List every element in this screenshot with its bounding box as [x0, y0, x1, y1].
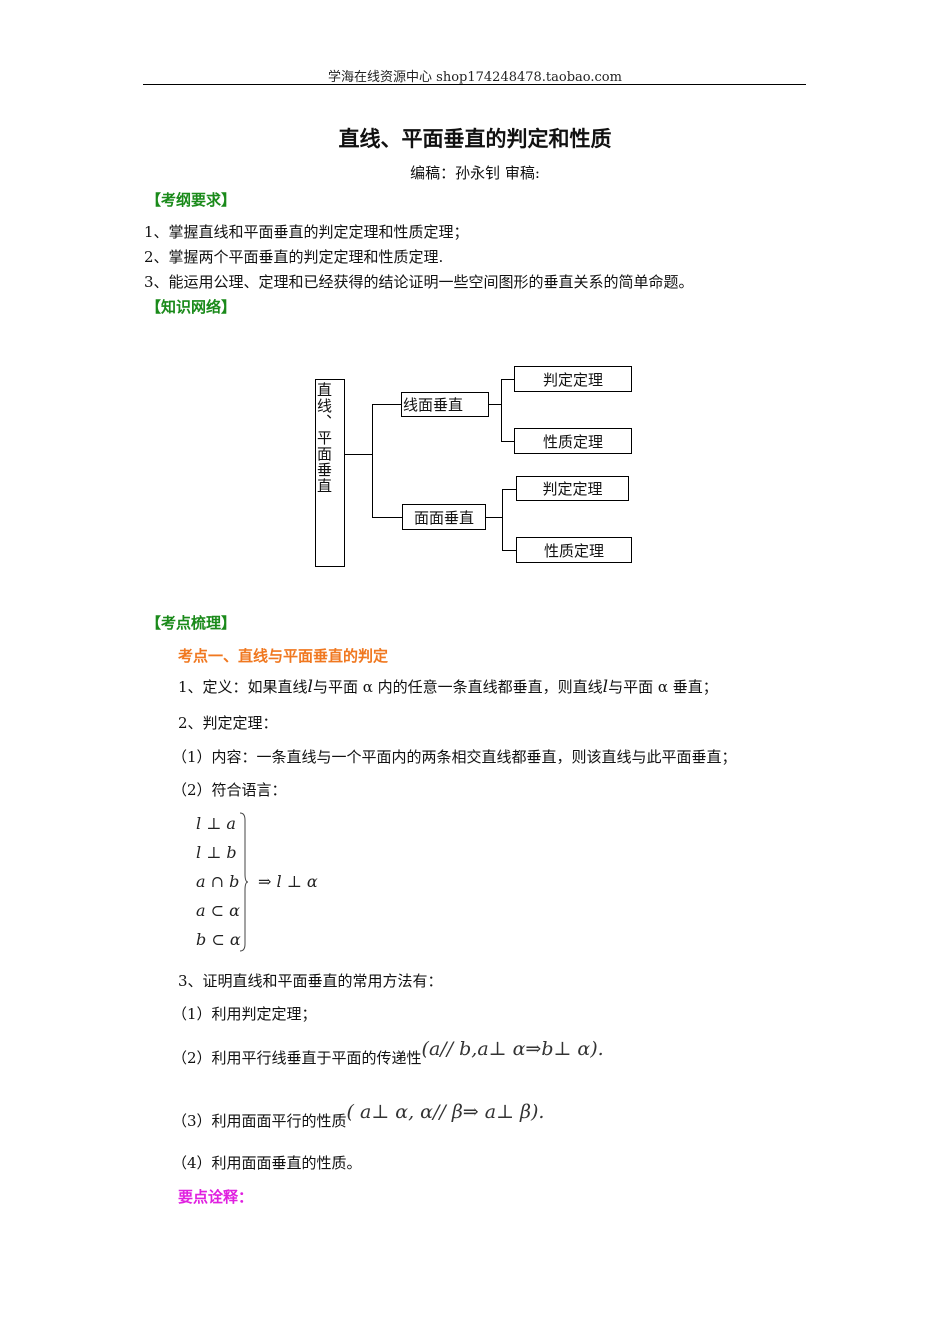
connector [372, 517, 402, 518]
conclusion: ⇒ l ⊥ α [258, 872, 318, 891]
section-heading-points: 【考点梳理】 [146, 614, 237, 632]
diagram-branch-plane-plane: 面面垂直 [402, 504, 486, 530]
connector [501, 379, 514, 380]
header-divider [143, 84, 806, 85]
condition: a ∩ b [196, 872, 240, 891]
connector [502, 550, 516, 551]
method-formula: ( a⊥ α, α// β⇒ a⊥ β). [346, 1101, 545, 1123]
connector [486, 517, 502, 518]
right-brace-icon [239, 812, 248, 952]
var-l: l [307, 677, 313, 697]
connector [489, 404, 501, 405]
notes-heading: 要点诠释： [178, 1188, 254, 1206]
definition-text: 与平面 α 垂直； [608, 678, 718, 696]
method-1: （1）利用判定定理； [172, 1005, 317, 1023]
diagram-leaf-judgment: 判定定理 [514, 366, 632, 392]
condition: a ⊂ α [196, 901, 240, 920]
condition: l ⊥ b [196, 843, 237, 862]
connector [501, 379, 502, 441]
section-heading-outline: 【考纲要求】 [146, 191, 237, 209]
outline-item-2: 2、掌握两个平面垂直的判定定理和性质定理. [144, 248, 444, 266]
condition: b ⊂ α [196, 930, 241, 949]
document-title: 直线、平面垂直的判定和性质 [338, 127, 612, 151]
outline-item-1: 1、掌握直线和平面垂直的判定定理和性质定理； [144, 223, 469, 241]
leaf-label: 判定定理 [542, 370, 603, 389]
method-3: （3）利用面面平行的性质( a⊥ α, α// β⇒ a⊥ β). [172, 1101, 544, 1131]
diagram-root-label: 直线、平面垂直 [315, 382, 333, 494]
diagram-leaf-property: 性质定理 [514, 428, 632, 454]
definition-line: 1、定义：如果直线l与平面 α 内的任意一条直线都垂直，则直线l与平面 α 垂直… [178, 676, 718, 697]
outline-item-3: 3、能运用公理、定理和已经获得的结论证明一些空间图形的垂直关系的简单命题。 [144, 273, 694, 291]
section-heading-network: 【知识网络】 [146, 298, 237, 316]
diagram-leaf-judgment: 判定定理 [516, 476, 629, 501]
byline: 编稿：孙永钊 审稿: [410, 164, 540, 182]
condition: l ⊥ a [196, 814, 236, 833]
var-l: l [602, 677, 609, 697]
method-4: （4）利用面面垂直的性质。 [172, 1154, 362, 1172]
theorem-content: （1）内容：一条直线与一个平面内的两条相交直线都垂直，则该直线与此平面垂直； [172, 748, 737, 766]
page-header: 学海在线资源中心 shop174248478.taobao.com [328, 70, 622, 85]
definition-text: 1、定义：如果直线 [178, 678, 308, 696]
connector [372, 404, 373, 517]
leaf-label: 性质定理 [543, 541, 604, 560]
diagram-root-box: 直线、平面垂直 [315, 379, 345, 567]
connector [502, 489, 503, 550]
connector [372, 404, 401, 405]
branch-label: 面面垂直 [413, 508, 474, 527]
method-text: （2）利用平行线垂直于平面的传递性 [172, 1049, 422, 1067]
methods-heading: 3、证明直线和平面垂直的常用方法有： [178, 972, 443, 990]
method-formula: (a// b,a⊥ α⇒b⊥ α). [421, 1038, 604, 1060]
connector [502, 489, 516, 490]
leaf-label: 判定定理 [542, 480, 603, 498]
theorem-heading: 2、判定定理： [178, 714, 278, 732]
definition-text: 与平面 α 内的任意一条直线都垂直，则直线 [312, 678, 603, 696]
method-2: （2）利用平行线垂直于平面的传递性(a// b,a⊥ α⇒b⊥ α). [172, 1038, 604, 1068]
method-text: （3）利用面面平行的性质 [172, 1112, 347, 1130]
point-title: 考点一、直线与平面垂直的判定 [178, 647, 389, 665]
diagram-leaf-property: 性质定理 [516, 537, 632, 563]
leaf-label: 性质定理 [542, 432, 603, 451]
branch-label: 线面垂直 [403, 396, 464, 414]
diagram-branch-line-plane: 线面垂直 [401, 392, 489, 417]
symbolic-label: （2）符合语言： [172, 781, 287, 799]
connector [501, 441, 514, 442]
connector [345, 454, 372, 455]
